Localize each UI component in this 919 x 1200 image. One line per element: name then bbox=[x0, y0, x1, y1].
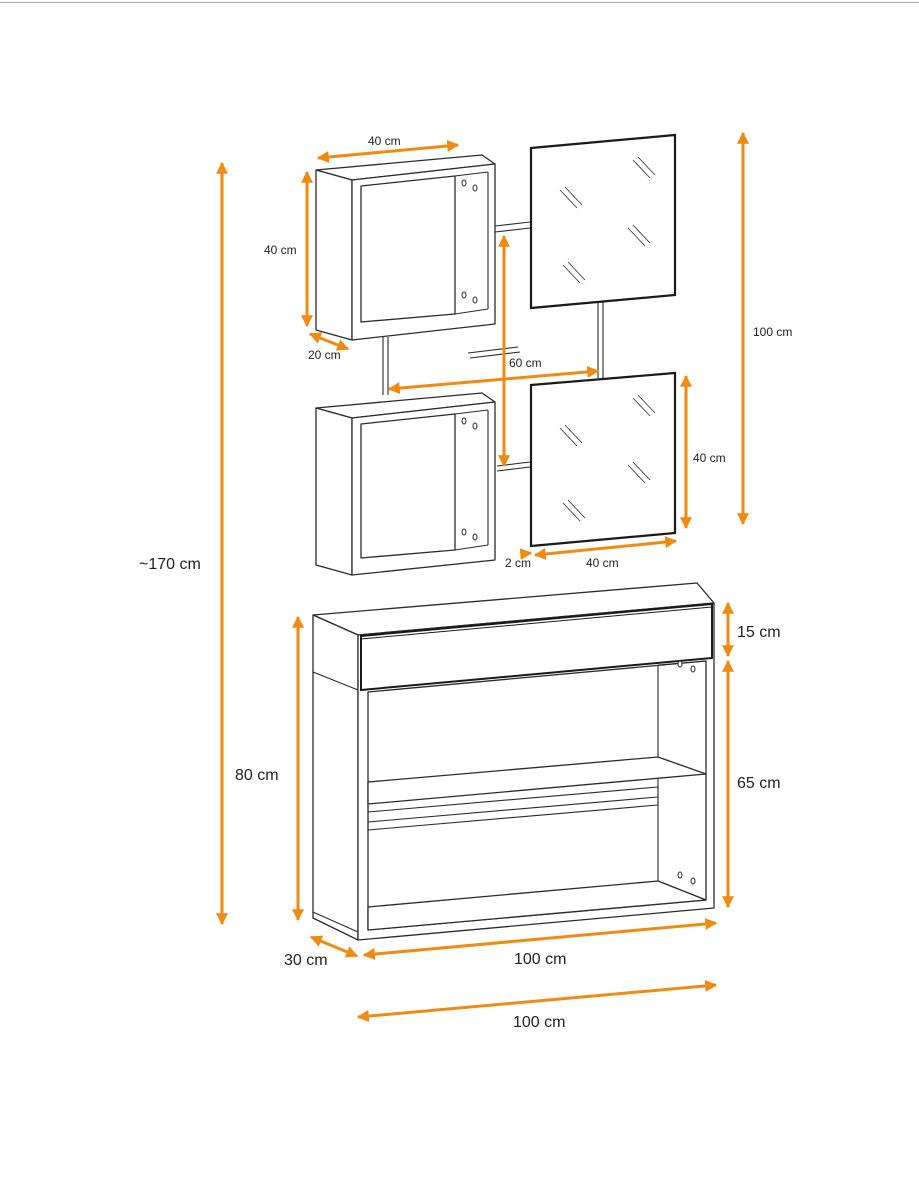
dim-arrow-console-width bbox=[362, 918, 718, 960]
dim-arrow-overall-width bbox=[356, 979, 718, 1023]
console-cabinet bbox=[312, 582, 715, 941]
label-drawer-height: 15 cm bbox=[737, 624, 781, 641]
label-cube-depth: 20 cm bbox=[308, 348, 341, 362]
top-divider-line bbox=[0, 2, 919, 3]
dim-arrow-cube-depth bbox=[308, 332, 350, 351]
upper-mirror bbox=[529, 133, 677, 310]
label-mirror-height: 40 cm bbox=[693, 451, 726, 465]
label-upper-height: 100 cm bbox=[753, 325, 792, 339]
label-cube-height: 40 cm bbox=[264, 243, 297, 257]
label-cube-width: 40 cm bbox=[368, 134, 401, 148]
label-console-width: 100 cm bbox=[514, 951, 566, 968]
dimension-arrows bbox=[216, 131, 749, 1023]
label-overall-width: 100 cm bbox=[513, 1014, 565, 1031]
dim-arrow-console-depth bbox=[309, 935, 359, 958]
dim-arrow-cube-width bbox=[316, 140, 460, 163]
lower-mirror bbox=[529, 371, 677, 548]
label-console-height: 80 cm bbox=[235, 767, 279, 784]
label-total-height: ~170 cm bbox=[139, 556, 201, 573]
dimension-labels: 40 cm 40 cm 20 cm 60 cm 100 cm 40 cm 2 c… bbox=[139, 134, 792, 1031]
label-mirror-thickness: 2 cm bbox=[505, 556, 531, 570]
dim-arrow-spacing bbox=[387, 365, 600, 395]
label-mirror-width: 40 cm bbox=[586, 556, 619, 570]
dim-arrow-mirror-thickness bbox=[519, 548, 533, 561]
label-open-height: 65 cm bbox=[737, 775, 781, 792]
label-spacing: 60 cm bbox=[509, 356, 542, 370]
lower-cube-shelf bbox=[315, 392, 496, 576]
upper-cube-shelf bbox=[315, 154, 496, 341]
label-console-depth: 30 cm bbox=[284, 952, 328, 969]
console-drawer bbox=[360, 602, 713, 692]
dim-arrow-mirror-width bbox=[533, 536, 678, 560]
